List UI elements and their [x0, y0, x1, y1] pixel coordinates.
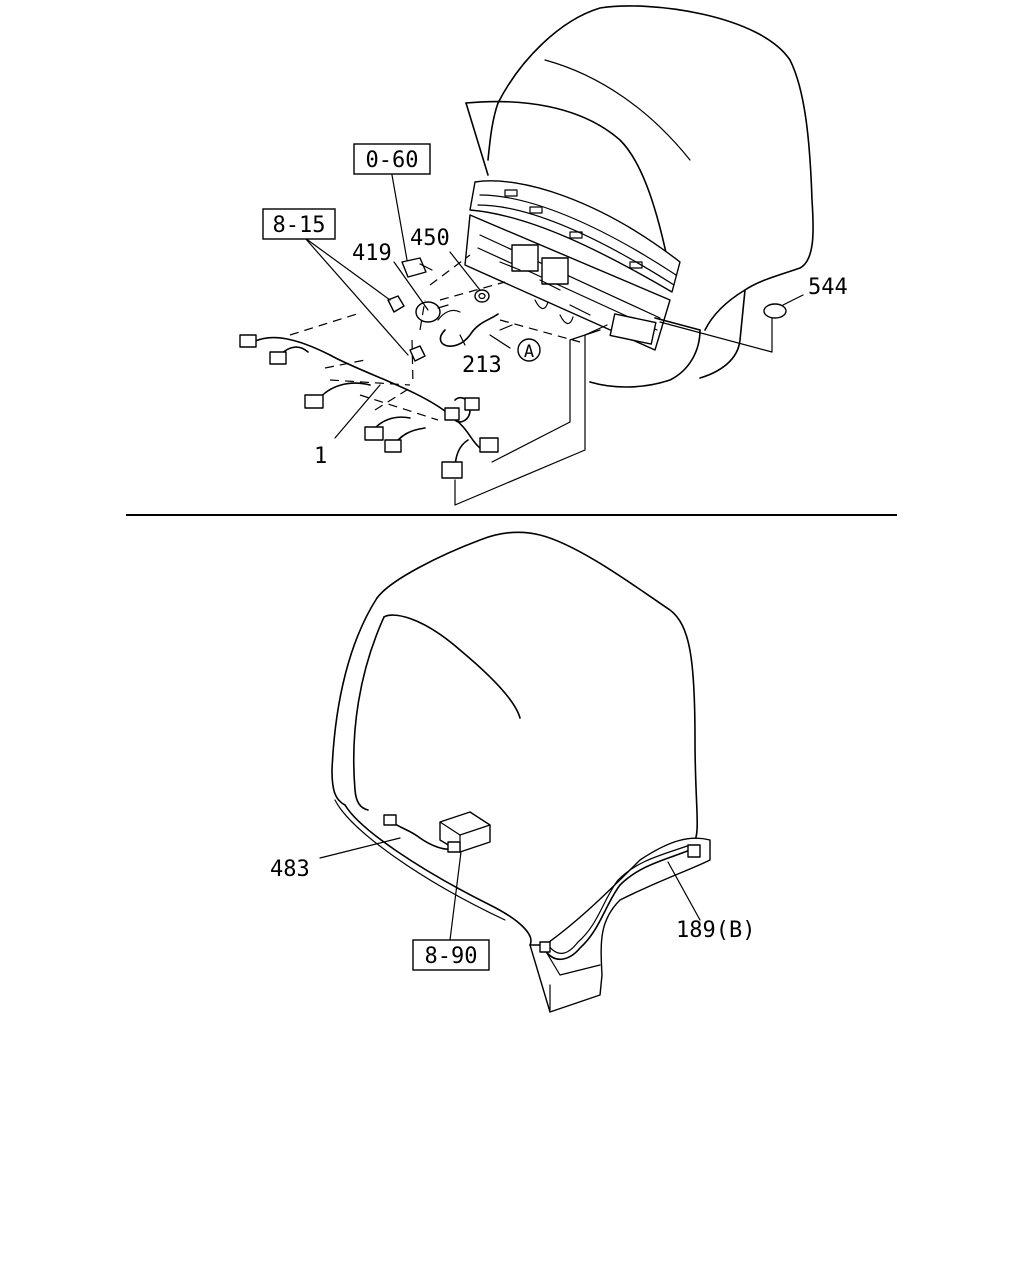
connector [539, 941, 551, 953]
connector [447, 841, 461, 853]
bottom-cab-illustration [331, 531, 711, 1013]
leader-lines-top [304, 174, 804, 439]
fastener-parts [387, 257, 499, 362]
connector [464, 397, 480, 411]
harness-189b [544, 849, 691, 960]
bolt-part [401, 257, 427, 278]
reference-box-0-60: 0-60 [353, 143, 431, 175]
grille-assembly [464, 180, 701, 351]
reference-box-8-15: 8-15 [262, 208, 336, 240]
clip-upper [387, 295, 405, 313]
connector [384, 439, 402, 453]
washer-part [474, 289, 490, 303]
marker-a: A [517, 338, 541, 362]
connector [687, 844, 701, 858]
reference-box-8-90: 8-90 [412, 939, 490, 971]
connector [441, 461, 463, 479]
rear-harness-parts [383, 811, 701, 960]
marker-a-label: A [524, 342, 534, 362]
connector [444, 407, 460, 421]
ref-8-15-label: 8-15 [273, 213, 326, 238]
connector [304, 394, 324, 409]
leader-lines-bottom [319, 837, 701, 941]
connector [383, 814, 397, 826]
part-450-label: 450 [410, 226, 450, 251]
harness-213-part [439, 313, 499, 347]
part-419-label: 419 [352, 241, 392, 266]
main-wiring-harness [239, 334, 499, 479]
part-189b-label: 189(B) [676, 918, 755, 943]
ref-0-60-label: 0-60 [366, 148, 419, 173]
ref-8-90-label: 8-90 [425, 944, 478, 969]
part-213-label: 213 [462, 353, 502, 378]
part-544-label: 544 [808, 275, 848, 300]
top-cab-illustration [465, 5, 814, 388]
connector [364, 426, 384, 441]
connector [239, 334, 257, 348]
connector [479, 437, 499, 453]
part-1-label: 1 [314, 444, 327, 469]
part-483-label: 483 [270, 857, 310, 882]
grommet-part [415, 301, 441, 323]
clip-lower [409, 345, 426, 362]
harness-483 [391, 821, 456, 850]
connector [269, 351, 287, 365]
part-544-plug [763, 303, 787, 319]
